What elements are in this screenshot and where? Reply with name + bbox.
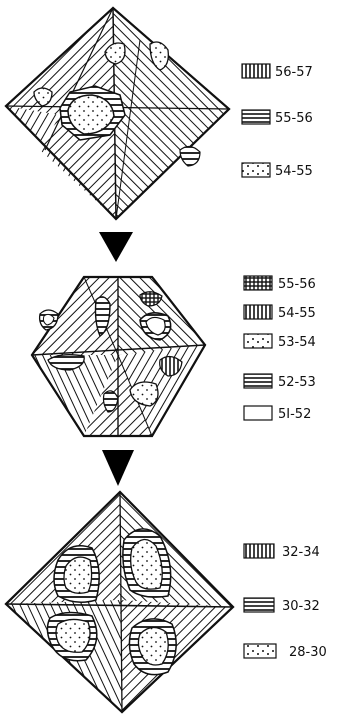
legend-label: 28-30 bbox=[289, 645, 327, 660]
legend-stage-3: 32-34 30-32 28-30 bbox=[244, 544, 327, 660]
legend-item: 55-56 bbox=[242, 110, 313, 126]
legend-stage-2: 55-56 54-55 53-54 52-53 5I-52 bbox=[244, 276, 316, 422]
legend-item: 56-57 bbox=[242, 64, 313, 80]
legend-label: 54-55 bbox=[275, 164, 313, 179]
legend-label: 55-56 bbox=[275, 111, 313, 126]
legend-item: 54-55 bbox=[244, 305, 316, 321]
legend-item: 5I-52 bbox=[244, 406, 311, 422]
crystal-stage-2 bbox=[32, 277, 205, 436]
legend-item: 53-54 bbox=[244, 334, 316, 350]
crystal-stage-3 bbox=[6, 492, 233, 712]
legend-item: 32-34 bbox=[244, 544, 320, 560]
legend-label: 56-57 bbox=[275, 65, 313, 80]
legend-label: 52-53 bbox=[278, 375, 316, 390]
legend-label: 30-32 bbox=[282, 599, 320, 614]
legend-item: 54-55 bbox=[242, 163, 313, 179]
arrow-down-icon bbox=[102, 450, 134, 486]
legend-label: 5I-52 bbox=[278, 407, 311, 422]
legend-label: 54-55 bbox=[278, 306, 316, 321]
legend-item: 28-30 bbox=[244, 644, 327, 660]
legend-label: 53-54 bbox=[278, 335, 316, 350]
crystal-stage-1 bbox=[6, 8, 229, 219]
arrow-down-icon bbox=[99, 232, 133, 262]
legend-item: 55-56 bbox=[244, 276, 316, 292]
legend-item: 52-53 bbox=[244, 374, 316, 390]
legend-label: 55-56 bbox=[278, 277, 316, 292]
legend-item: 30-32 bbox=[244, 598, 320, 614]
legend-label: 32-34 bbox=[282, 545, 320, 560]
legend-stage-1: 56-57 55-56 54-55 bbox=[242, 64, 313, 179]
